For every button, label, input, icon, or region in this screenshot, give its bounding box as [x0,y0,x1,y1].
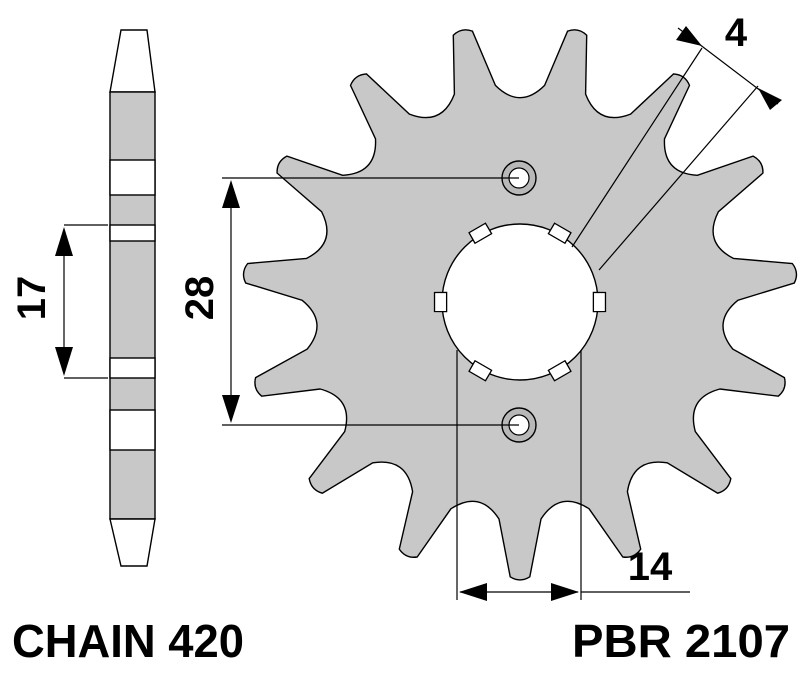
dim-14-label: 14 [628,545,673,589]
chain-size-label: CHAIN 420 [12,615,244,667]
spline-notch [547,359,572,382]
dim-28-label: 28 [178,276,222,321]
spline-notch [547,222,572,245]
side-profile-band [109,409,156,451]
dim-4-label: 4 [725,11,748,55]
spline-notch [468,359,493,382]
spline-notch [468,222,493,245]
side-profile-top-taper [109,29,156,93]
dim-28-arrow-up [222,180,240,208]
spline-notch [433,291,448,313]
mounting-hole-top [501,160,537,196]
dim-4-arrow-2 [758,88,782,110]
side-profile-band [109,357,156,379]
dim-17-arrow-up [55,227,73,256]
dim-17-label: 17 [10,276,54,321]
front-view: 28 14 4 [178,11,798,601]
dim-14-arrow-right [551,583,579,601]
side-profile-bottom-taper [109,518,156,567]
dim-4-extension-2 [598,85,759,271]
dim-14-arrow-left [459,583,487,601]
dim-4-arrow-1 [676,26,702,46]
spline-notch [592,291,607,313]
dim-4-extension-1 [571,47,703,248]
side-profile-band [109,159,156,196]
spline-notches [433,222,607,382]
part-number-label: PBR 2107 [572,615,790,667]
side-profile-body [109,91,156,520]
dim-28-arrow-down [222,395,240,423]
dim-17-arrow-down [55,347,73,376]
side-profile-band [109,224,156,242]
side-profile-view: 17 [10,29,156,567]
center-bore [441,223,599,381]
